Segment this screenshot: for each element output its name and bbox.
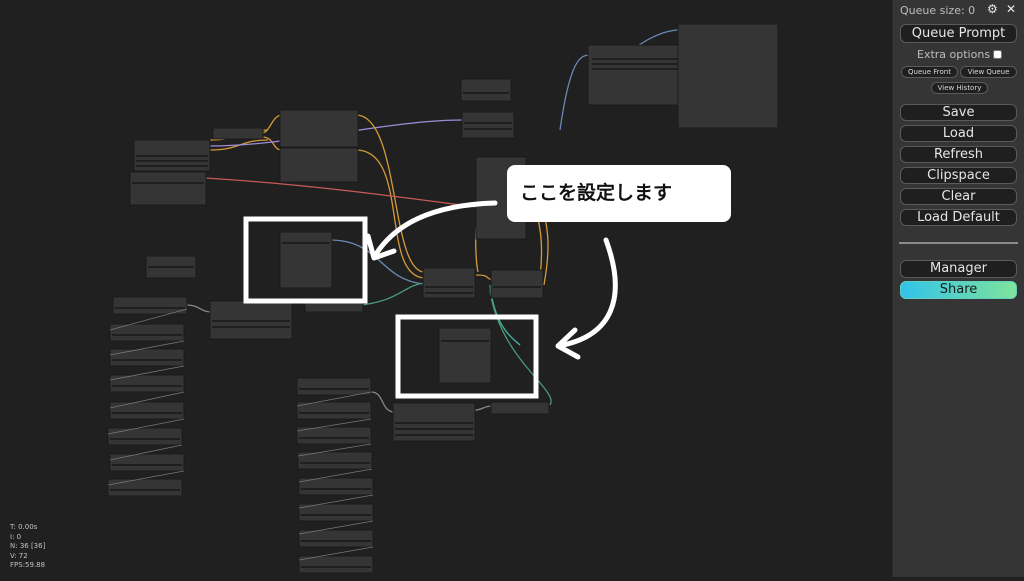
close-icon[interactable]: ✕: [1006, 2, 1017, 16]
link: [474, 405, 493, 411]
extra-options-checkbox[interactable]: [993, 50, 1003, 59]
graph-node[interactable]: [587, 44, 687, 106]
link: [475, 274, 493, 281]
extra-options: Extra options: [917, 48, 1003, 61]
node-graph-canvas[interactable]: ここを設定します T: 0.00s I: 0 N: 36 [36] V: 72 …: [0, 0, 892, 577]
graph-node[interactable]: [422, 267, 476, 299]
stat-fps: FPS:59.88: [10, 561, 46, 569]
link: [361, 282, 425, 306]
stat-i: I: 0: [10, 532, 22, 541]
graph-node[interactable]: [279, 147, 359, 183]
link: [559, 54, 591, 131]
graph-node[interactable]: [677, 23, 779, 129]
queue-prompt-button[interactable]: Queue Prompt: [900, 24, 1017, 43]
graph-node[interactable]: [461, 111, 515, 139]
link: [329, 239, 425, 285]
arrowhead-left-icon: [365, 233, 397, 261]
extra-options-label: Extra options: [917, 48, 991, 61]
load-default-button[interactable]: Load Default: [900, 209, 1017, 226]
arrow-left-icon: [373, 200, 498, 257]
graph-node[interactable]: [490, 269, 544, 299]
queue-size-label: Queue size: 0: [900, 4, 976, 17]
render-stats: T: 0.00s I: 0 N: 36 [36] V: 72 FPS:59.88: [10, 523, 45, 571]
nodes: [129, 23, 779, 442]
arrowhead-right-icon: [555, 327, 581, 360]
view-queue-button[interactable]: View Queue: [960, 66, 1017, 78]
graph-node[interactable]: [490, 401, 550, 415]
link: [185, 304, 213, 313]
graph-node[interactable]: [279, 109, 359, 148]
load-button[interactable]: Load: [900, 125, 1017, 142]
view-history-button[interactable]: View History: [931, 82, 988, 94]
stat-time: T: 0.00s: [10, 523, 38, 531]
highlight-box-1: [243, 216, 368, 304]
graph-node[interactable]: [438, 327, 492, 384]
link: [355, 114, 425, 273]
panel-divider: [899, 242, 1018, 244]
clear-button[interactable]: Clear: [900, 188, 1017, 205]
graph-node[interactable]: [392, 402, 476, 442]
node-stack-left: [107, 296, 188, 497]
graph-node[interactable]: [279, 231, 333, 289]
arrow-right-icon: [560, 237, 618, 348]
annotation-callout: ここを設定します: [507, 165, 731, 222]
graph-node[interactable]: [460, 78, 512, 102]
graph-node[interactable]: [133, 139, 211, 172]
annotation-overlay: [243, 200, 618, 399]
manager-button[interactable]: Manager: [900, 260, 1017, 278]
node-stack-middle: [296, 377, 374, 574]
gear-icon[interactable]: ⚙: [987, 2, 998, 16]
link: [261, 136, 283, 151]
queue-front-button[interactable]: Queue Front: [901, 66, 958, 78]
graph-node[interactable]: [209, 300, 293, 340]
stat-nodes: N: 36 [36]: [10, 542, 46, 550]
link: [355, 149, 425, 279]
save-button[interactable]: Save: [900, 104, 1017, 121]
link: [370, 391, 396, 413]
refresh-button[interactable]: Refresh: [900, 146, 1017, 163]
graph-node[interactable]: [145, 255, 197, 279]
link: [489, 289, 552, 406]
graph-node[interactable]: [212, 127, 264, 140]
stat-v: V: 72: [10, 551, 28, 560]
share-button[interactable]: Share: [900, 281, 1017, 299]
queue-panel: Queue size: 0 ⚙ ✕ Queue Prompt Extra opt…: [892, 0, 1024, 577]
clipspace-button[interactable]: Clipspace: [900, 167, 1017, 184]
graph-node[interactable]: [129, 171, 207, 206]
highlight-box-2: [395, 314, 539, 399]
